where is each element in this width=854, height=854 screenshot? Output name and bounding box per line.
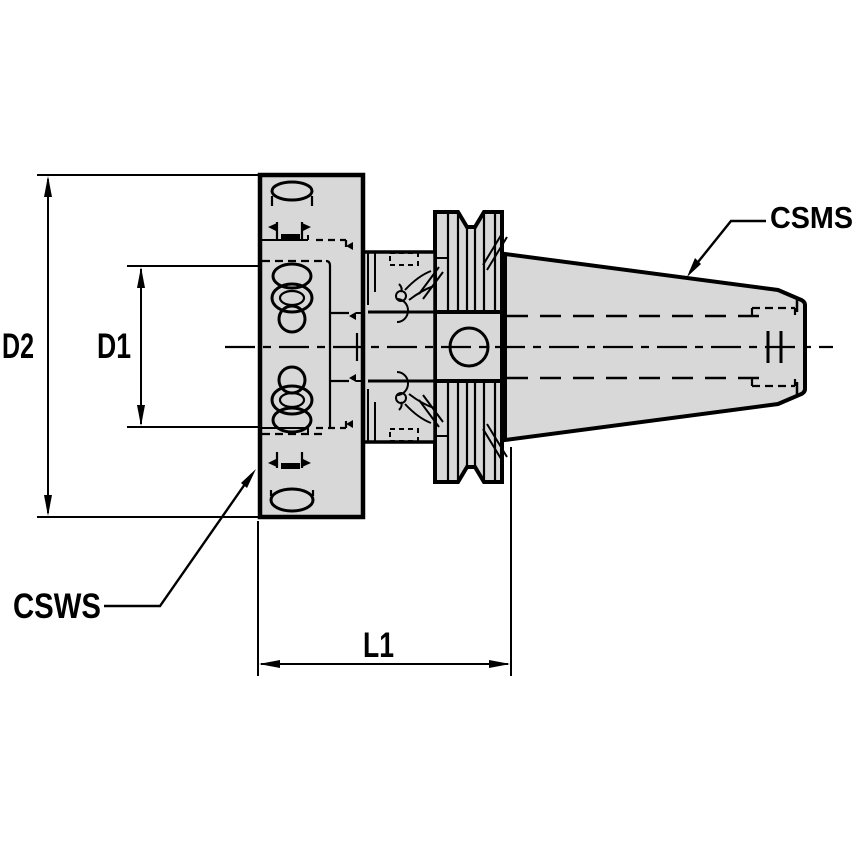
coolant-port-arcs	[396, 298, 409, 396]
neck-step-edges	[367, 252, 376, 442]
clamp-ball-top	[271, 262, 313, 290]
hook-arrow-icon	[302, 459, 311, 467]
l1-extension-lines	[257, 447, 512, 676]
taper-cone	[503, 251, 807, 443]
neck-band-lines	[368, 310, 435, 383]
pilot-corner-dashes	[356, 312, 363, 382]
neck-details	[367, 252, 435, 442]
datum-flag-icon	[349, 312, 356, 320]
groove-line-bottom	[261, 427, 309, 433]
l1-label: L1	[363, 626, 394, 665]
arrowhead-up-icon	[44, 176, 52, 197]
d2-label: D2	[2, 327, 34, 366]
slot-hooks-top	[275, 222, 304, 240]
l1-dimension	[257, 447, 512, 676]
retention-thread-hidden	[752, 306, 795, 388]
csms-label: CSMS	[770, 200, 853, 235]
hook-arrow-icon	[302, 223, 311, 231]
leader-arrowhead-icon	[687, 258, 701, 277]
v-flange-details	[368, 214, 508, 480]
top-hole	[270, 180, 314, 202]
csms-leader-line	[689, 219, 766, 273]
slot-hooks-bottom	[275, 452, 304, 468]
d1-dimension	[127, 265, 258, 428]
clamp-ball-bottom	[271, 406, 313, 434]
datum-flag-icon	[346, 420, 353, 428]
bore-wall	[325, 259, 332, 428]
hidden-slot-top	[389, 252, 419, 266]
arrowhead-up-icon	[137, 267, 145, 288]
bottom-hole-walls	[269, 490, 315, 496]
arrowhead-down-icon	[137, 405, 145, 426]
clamp-seat-top	[277, 304, 307, 334]
rim-chamfer-ticks	[437, 257, 449, 437]
d1-label: D1	[97, 327, 131, 366]
groove-line-top	[261, 235, 309, 241]
hook-arrow-icon	[268, 459, 277, 467]
arrowhead-right-icon	[489, 660, 510, 668]
datum-flag-icon	[346, 242, 353, 250]
csws-label: CSWS	[13, 587, 101, 626]
hidden-slot-bottom	[389, 428, 419, 442]
taper-cone-details	[507, 299, 799, 395]
datum-flag-icon	[349, 374, 356, 382]
arrowhead-down-icon	[44, 495, 52, 516]
csws-leader	[104, 469, 256, 608]
flange-band-lines	[435, 310, 503, 383]
pilot-corner-lines	[331, 311, 349, 383]
clamp-ring-top	[270, 282, 314, 314]
csms-leader	[687, 219, 766, 277]
hook-arrow-icon	[268, 223, 277, 231]
clamp-ring-bottom	[270, 384, 314, 416]
d1-extension-lines	[127, 265, 258, 428]
retention-thread-hooks	[750, 308, 797, 386]
set-screw-bore-top	[398, 270, 435, 301]
leader-arrowhead-icon	[241, 469, 256, 488]
set-screw-bore-bottom	[398, 393, 435, 424]
csws-leader-line	[104, 473, 253, 608]
top-hole-walls	[270, 196, 314, 206]
bottom-hole	[269, 487, 315, 513]
groove-edges-top	[446, 214, 497, 310]
groove-edges-bottom	[446, 383, 497, 480]
arrowhead-left-icon	[259, 660, 280, 668]
